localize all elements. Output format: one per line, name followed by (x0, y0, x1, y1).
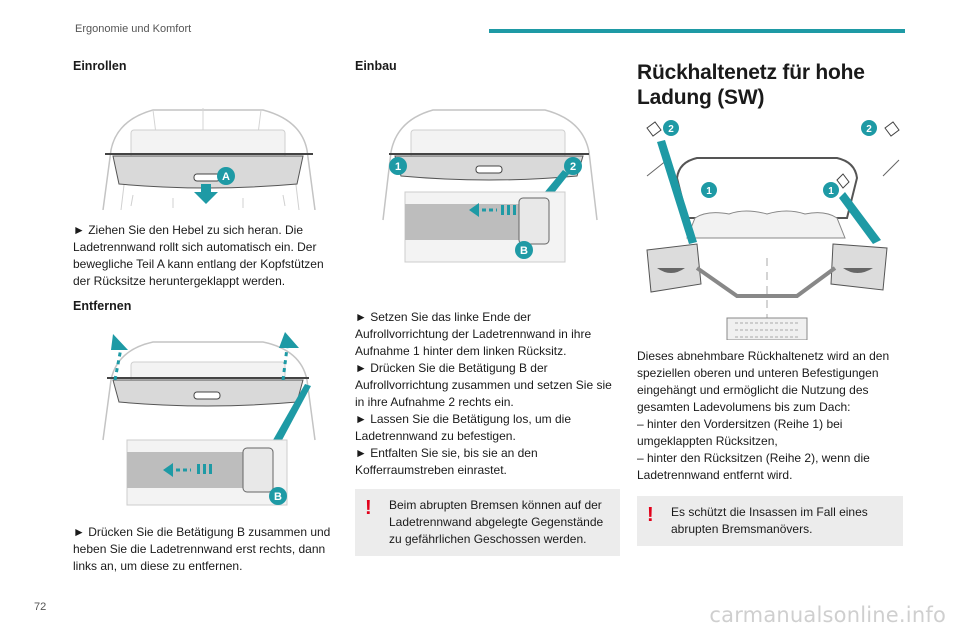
einbau-step: ► Lassen Sie die Betätigung los, um die … (355, 412, 572, 443)
einbau-step: ► Entfalten Sie sie, bis sie an den Koff… (355, 446, 538, 477)
column-rueckhaltenetz: Rückhaltenetz für hohe Ladung (SW) 2 2 1… (637, 58, 903, 546)
figure-label-1: 1 (395, 161, 401, 173)
rueckhaltenetz-item: – hinter den Vordersitzen (Reihe 1) bei … (637, 417, 843, 448)
column-einbau: Einbau 1 2 B ► Setzen Sie das linke Ende… (355, 58, 620, 556)
rueckhaltenetz-item: – hinter den Rücksitzen (Reihe 2), wenn … (637, 451, 870, 482)
figure-rueckhaltenetz: 2 2 1 1 (637, 118, 903, 340)
warning-icon: ! (365, 497, 372, 519)
watermark: carmanualsonline.info (709, 603, 946, 627)
header-section-title: Ergonomie und Komfort (75, 23, 192, 35)
section-title: Rückhaltenetz für hohe Ladung (SW) (637, 61, 865, 109)
figure-einrollen: A (73, 80, 341, 210)
page-number: 72 (34, 601, 47, 613)
warning-text-netz: Es schützt die Insassen im Fall eines ab… (671, 505, 868, 536)
warning-icon: ! (647, 504, 654, 526)
warning-box-netz: ! Es schützt die Insassen im Fall eines … (637, 496, 903, 546)
figure-label-b-einbau: B (520, 245, 528, 257)
column-einrollen-entfernen: Einrollen A ► Ziehen Sie den Hebel zu si… (73, 58, 341, 575)
figure-label-b-entfernen: B (274, 491, 282, 503)
warning-text-einbau: Beim abrupten Bremsen können auf der Lad… (389, 498, 604, 546)
figure-label-1-left: 1 (706, 186, 712, 197)
figure-label-2: 2 (570, 161, 576, 173)
figure-label-2-left: 2 (668, 124, 674, 135)
figure-label-a: A (222, 171, 230, 183)
einbau-step: ► Drücken Sie die Betätigung B der Aufro… (355, 361, 612, 409)
einrollen-heading: Einrollen (73, 59, 127, 73)
rueckhaltenetz-text: Dieses abnehmbare Rückhaltenetz wird an … (637, 349, 890, 414)
figure-label-1-right: 1 (828, 186, 834, 197)
figure-entfernen: B (73, 320, 341, 510)
einrollen-text: ► Ziehen Sie den Hebel zu sich heran. Di… (73, 223, 324, 288)
einbau-steps: ► Setzen Sie das linke Ende der Aufrollv… (355, 309, 620, 479)
einbau-step: ► Setzen Sie das linke Ende der Aufrollv… (355, 310, 592, 358)
einbau-heading: Einbau (355, 59, 397, 73)
figure-einbau: 1 2 B (355, 80, 620, 265)
header-accent-bar (489, 29, 905, 33)
entfernen-text: ► Drücken Sie die Betätigung B zusammen … (73, 525, 331, 573)
figure-label-2-right: 2 (866, 124, 872, 135)
warning-box-einbau: ! Beim abrupten Bremsen können auf der L… (355, 489, 620, 556)
entfernen-heading: Entfernen (73, 299, 132, 313)
